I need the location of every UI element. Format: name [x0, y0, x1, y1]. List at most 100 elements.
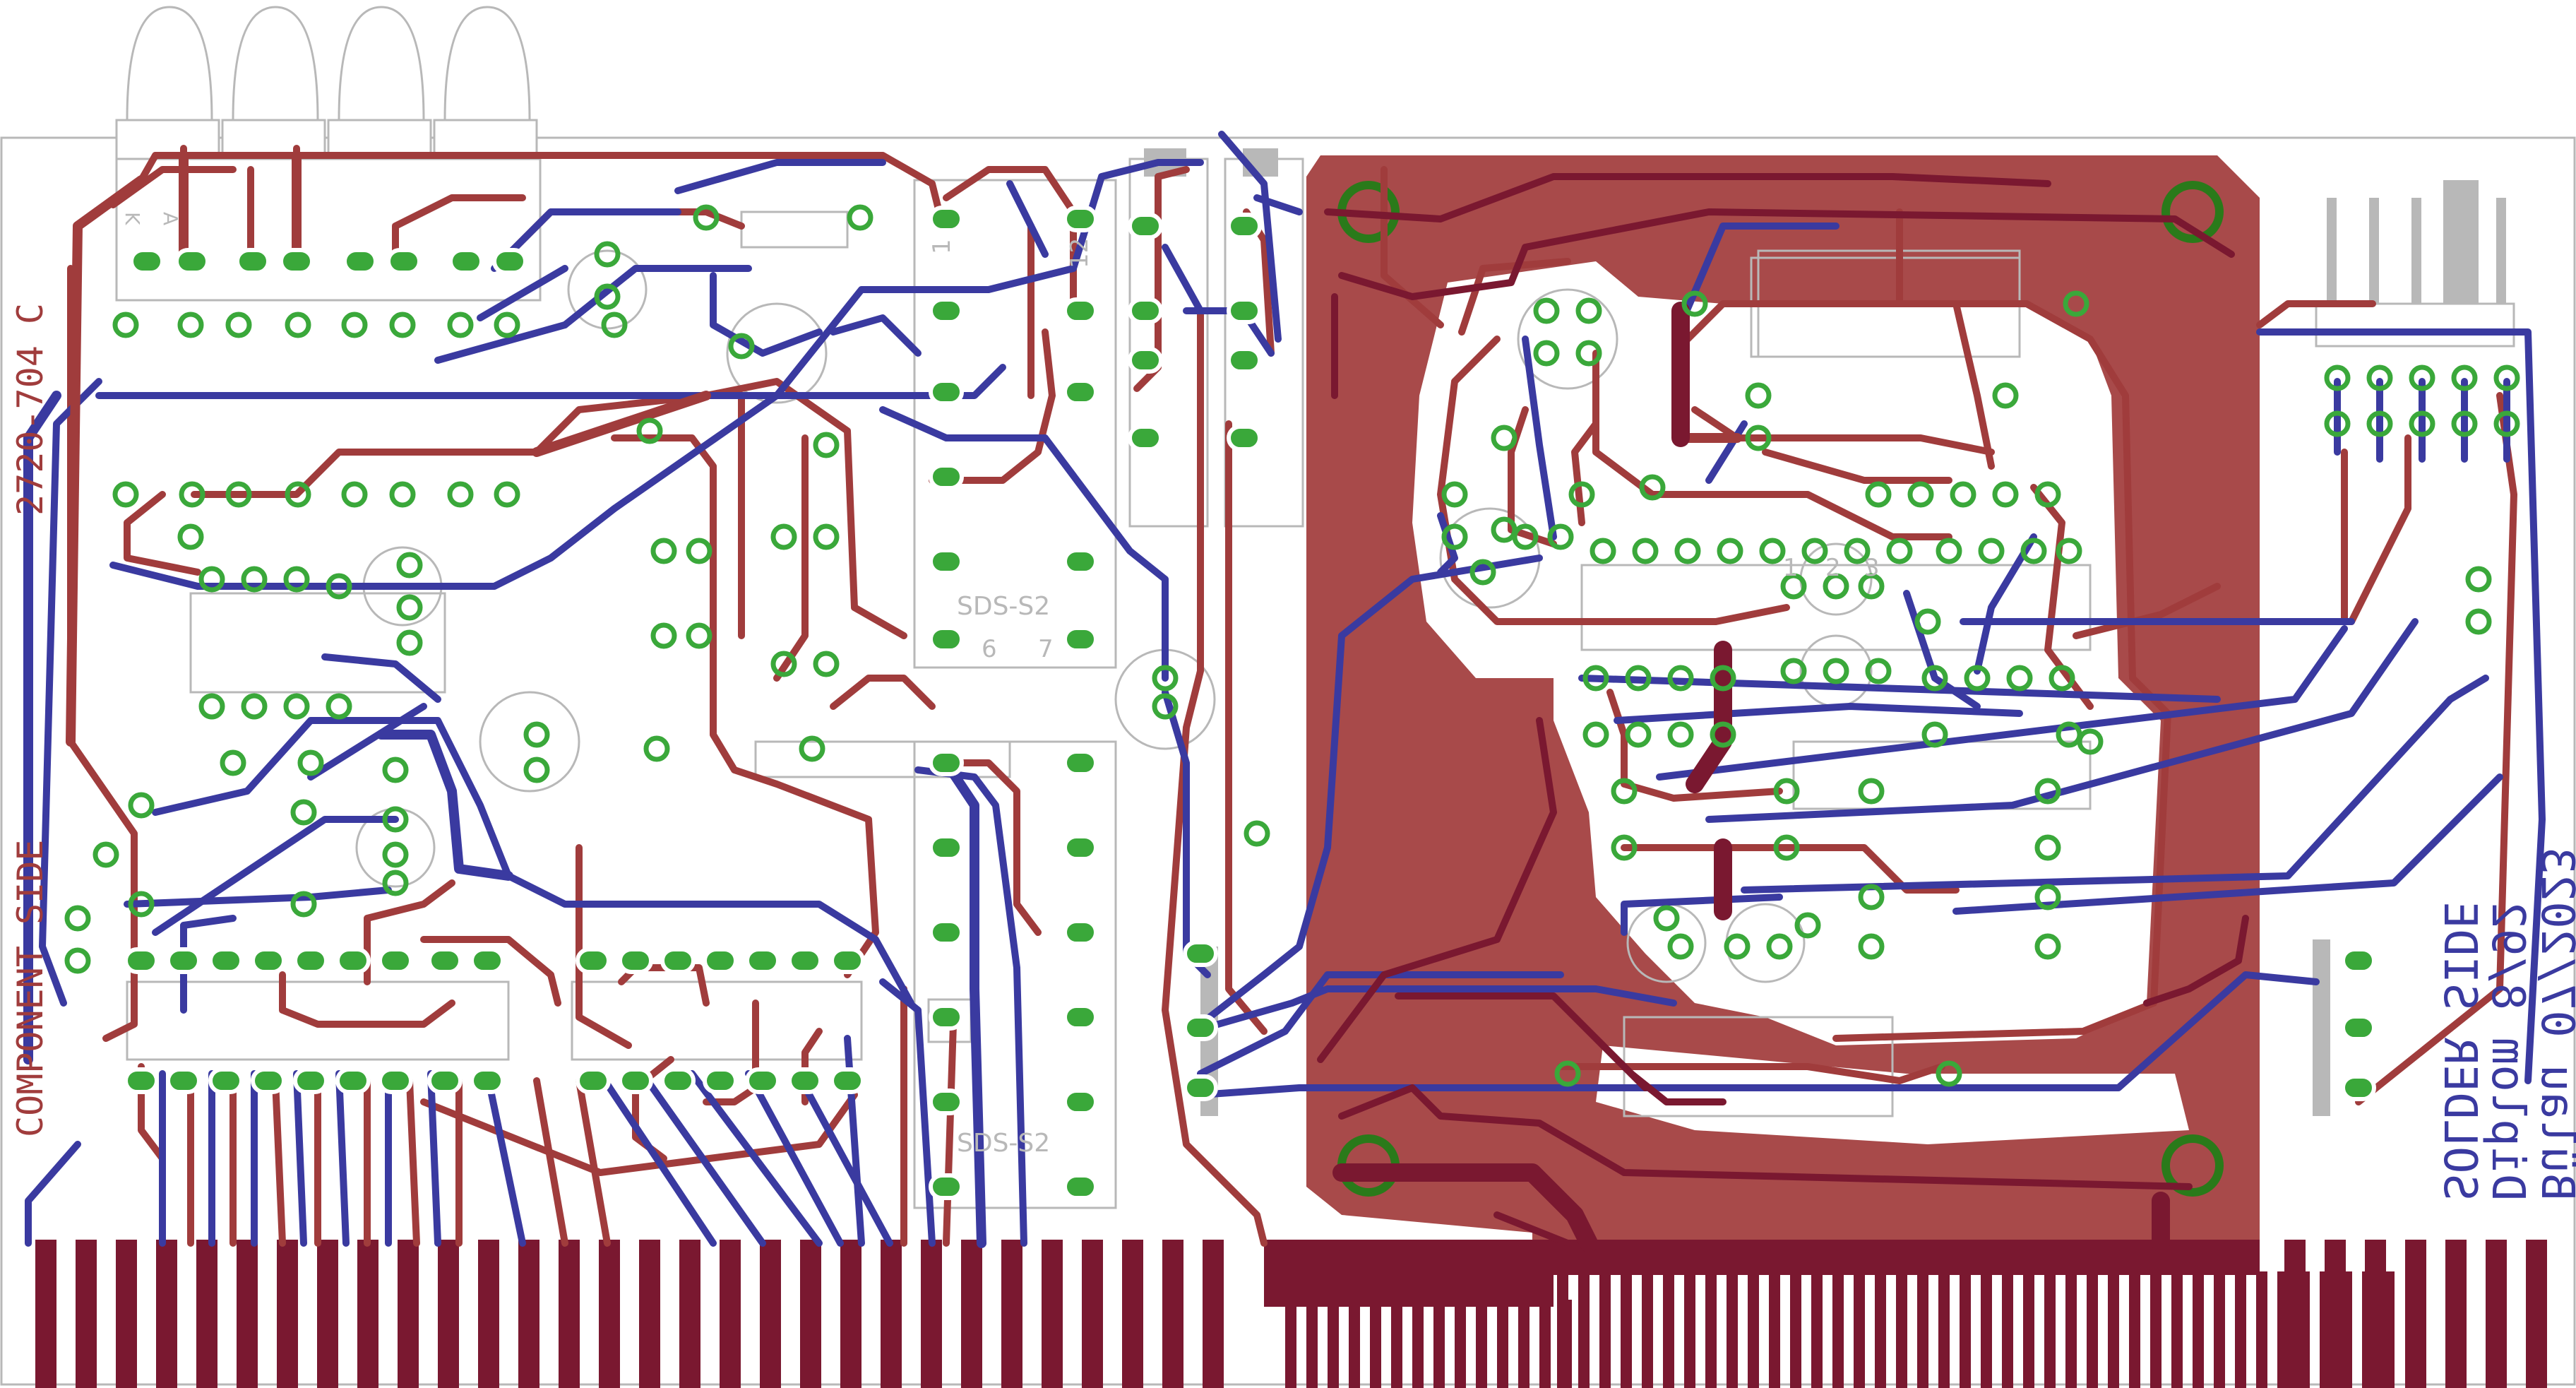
pad: [447, 312, 474, 338]
pad: [929, 206, 964, 232]
pad: [2077, 728, 2104, 755]
pad: [929, 834, 964, 861]
pad: [283, 566, 310, 593]
pad: [341, 312, 368, 338]
edge-finger: [1832, 1271, 1844, 1388]
pad: [1858, 933, 1885, 960]
relay-1-label: SDS-S2: [957, 592, 1050, 621]
edge-finger: [961, 1240, 982, 1388]
pad: [1063, 834, 1098, 861]
edge-finger: [2405, 1240, 2426, 1388]
edge-finger: [840, 1240, 861, 1388]
pad: [1978, 538, 2005, 564]
pad: [2324, 410, 2351, 437]
pad: [342, 248, 378, 275]
pad: [576, 947, 611, 974]
pad: [1794, 912, 1821, 939]
edge-finger: [2325, 1240, 2346, 1388]
pad: [745, 947, 780, 974]
pad: [1244, 820, 1270, 847]
edge-finger: [2284, 1240, 2306, 1388]
pad: [389, 481, 416, 508]
pad: [241, 693, 268, 720]
pad: [326, 693, 352, 720]
pad: [703, 947, 738, 974]
pad: [1611, 778, 1638, 805]
pad: [470, 1067, 505, 1094]
led-pin-a-label: A: [159, 212, 182, 225]
pad: [1914, 608, 1941, 635]
pad: [389, 312, 416, 338]
relay-pin-12-label: 12: [1066, 238, 1094, 268]
pad: [382, 841, 409, 868]
edge-finger: [156, 1240, 177, 1388]
pad: [1801, 538, 1828, 564]
pad: [2063, 290, 2089, 317]
edge-finger: [2214, 1271, 2225, 1388]
pad: [1921, 721, 1948, 748]
pad: [293, 1067, 328, 1094]
edge-finger: [1042, 1240, 1063, 1388]
pad: [112, 312, 139, 338]
pad: [174, 248, 210, 275]
pad: [2324, 364, 2351, 391]
pad: [1128, 347, 1163, 374]
pad: [1992, 382, 2019, 409]
pad: [929, 548, 964, 575]
pad: [1227, 347, 1262, 374]
pad: [799, 735, 825, 762]
pad: [594, 283, 621, 310]
edge-finger: [2235, 1271, 2246, 1388]
pad: [1858, 778, 1885, 805]
edge-finger: [1938, 1271, 1950, 1388]
pad: [297, 749, 324, 776]
pad: [686, 538, 712, 564]
pad: [2341, 947, 2376, 974]
edge-finger: [1476, 1300, 1487, 1388]
pad: [1844, 538, 1871, 564]
pad: [1611, 834, 1638, 861]
edge-finger: [1748, 1271, 1759, 1388]
edge-finger: [237, 1240, 258, 1388]
pad: [1724, 933, 1751, 960]
pad: [1063, 1004, 1098, 1031]
pad: [787, 1067, 823, 1094]
trimmer-pin-3-label: 3: [1864, 554, 1880, 582]
diploma-text: Diplom 8/92: [2481, 901, 2534, 1201]
pad: [929, 1173, 964, 1200]
edge-finger: [760, 1240, 781, 1388]
pad: [290, 891, 317, 918]
pad: [124, 1067, 159, 1094]
pad: [929, 626, 964, 653]
pad: [1823, 573, 1849, 600]
edge-finger: [1370, 1300, 1381, 1388]
edge-finger: [1433, 1300, 1445, 1388]
edge-finger: [1642, 1271, 1653, 1388]
pad: [1773, 778, 1800, 805]
pad: [128, 792, 155, 819]
pad: [251, 1067, 286, 1094]
pad: [660, 1067, 696, 1094]
pad: [93, 841, 119, 868]
pad: [179, 481, 205, 508]
edge-finger: [1349, 1300, 1360, 1388]
pad: [2493, 364, 2520, 391]
pad: [2034, 834, 2061, 861]
pad: [1063, 1089, 1098, 1115]
edge-finger: [317, 1240, 338, 1388]
pad: [1710, 665, 1736, 692]
pad: [1625, 665, 1652, 692]
relay-pin-6-label: 6: [982, 635, 997, 663]
pad: [1858, 573, 1885, 600]
pad: [594, 241, 621, 268]
relay-pin-7-label: 7: [1038, 635, 1054, 663]
pad: [112, 481, 139, 508]
pad: [1063, 297, 1098, 324]
trimmer-pin-1-label: 1: [1783, 554, 1799, 582]
edge-finger: [1684, 1271, 1695, 1388]
edge-finger: [1412, 1300, 1424, 1388]
edge-finger: [1875, 1271, 1886, 1388]
edge-finger: [1518, 1300, 1530, 1388]
pad: [1590, 538, 1616, 564]
mounting-holes: [1337, 181, 2224, 1197]
